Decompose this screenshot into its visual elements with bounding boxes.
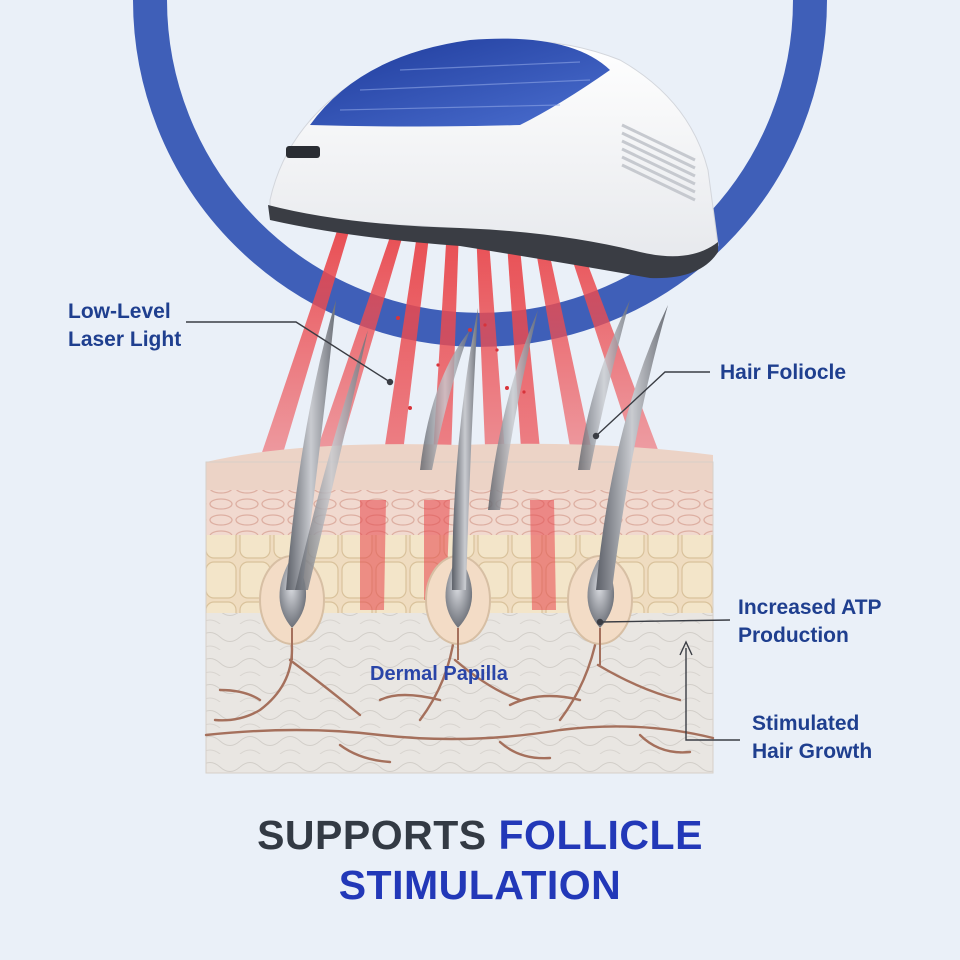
- headline: SUPPORTS FOLLICLE STIMULATION: [0, 810, 960, 910]
- label-growth-line2: Hair Growth: [752, 738, 872, 766]
- label-hair-follicle: Hair Foliocle: [720, 359, 846, 387]
- label-follicle-text: Hair Foliocle: [720, 359, 846, 387]
- label-growth-line1: Stimulated: [752, 710, 872, 738]
- label-stimulated-hair-growth: Stimulated Hair Growth: [752, 710, 872, 766]
- label-atp-line1: Increased ATP: [738, 594, 882, 622]
- label-laser-line1: Low-Level: [68, 298, 181, 326]
- helmet-slot: [286, 146, 320, 158]
- label-atp-line2: Production: [738, 622, 882, 650]
- label-low-level-laser-light: Low-Level Laser Light: [68, 298, 181, 354]
- headline-stimulation: STIMULATION: [0, 860, 960, 910]
- hair-follicles: [260, 556, 632, 644]
- label-dermal-papilla: Dermal Papilla: [370, 660, 508, 688]
- headline-line1: SUPPORTS FOLLICLE: [0, 810, 960, 860]
- headline-supports: SUPPORTS: [257, 812, 487, 858]
- label-increased-atp: Increased ATP Production: [738, 594, 882, 650]
- label-laser-line2: Laser Light: [68, 326, 181, 354]
- headline-follicle: FOLLICLE: [499, 812, 703, 858]
- label-papilla-text: Dermal Papilla: [370, 660, 508, 688]
